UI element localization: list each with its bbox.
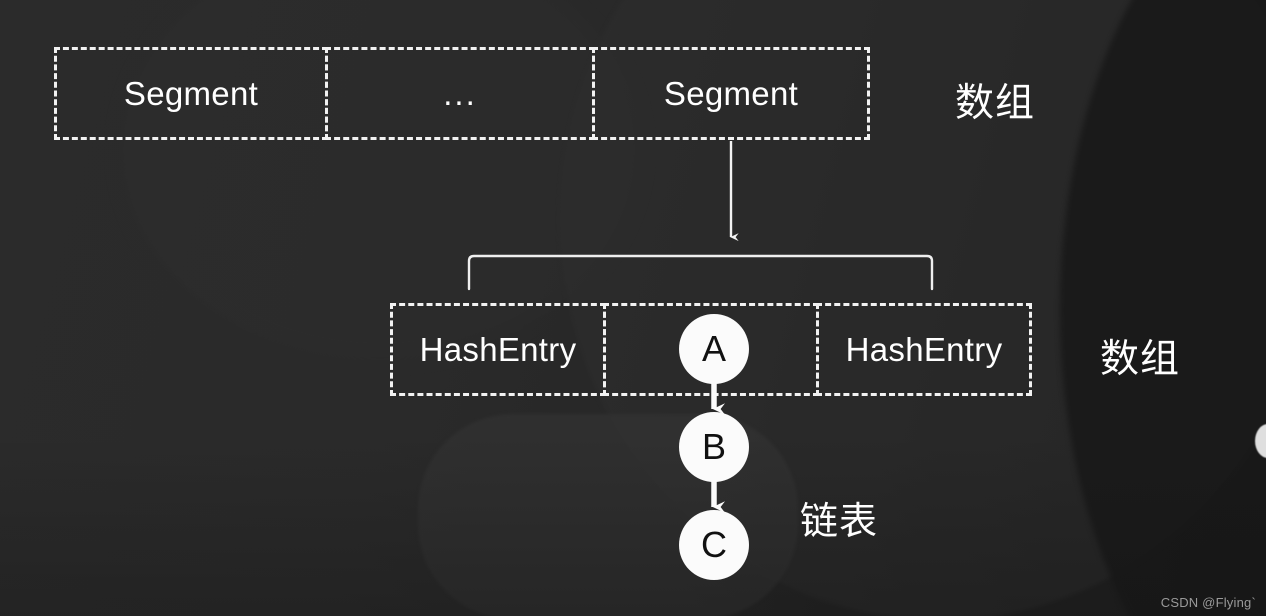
label-array-middle: 数组 [1100, 337, 1181, 382]
hashentry-array-row: HashEntry HashEntry [390, 303, 1032, 396]
background-bottom-shade [0, 436, 1266, 616]
segment-cell-1-label: Segment [123, 74, 259, 112]
hashentry-cell-3[interactable]: HashEntry [816, 303, 1032, 396]
segment-cell-3-label: Segment [663, 74, 799, 112]
watermark-text: CSDN @Flying` [1160, 595, 1256, 610]
chain-node-b-label: B [701, 426, 726, 467]
label-array-top: 数组 [955, 81, 1036, 126]
background-blob-top [120, 0, 640, 360]
edge-artifact-shape [1255, 424, 1266, 458]
segment-cell-3[interactable]: Segment [592, 47, 870, 140]
chain-node-a-label: A [701, 328, 726, 369]
hashentry-cell-1[interactable]: HashEntry [390, 303, 606, 396]
chain-node-c[interactable]: C [679, 510, 749, 580]
hashentry-cell-1-label: HashEntry [419, 330, 577, 368]
hashentry-cell-3-label: HashEntry [845, 330, 1003, 368]
segment-cell-1[interactable]: Segment [54, 47, 328, 140]
chain-node-c-label: C [701, 524, 727, 565]
chain-node-a[interactable]: A [679, 314, 749, 384]
chain-node-b[interactable]: B [679, 412, 749, 482]
segment-cell-ellipsis[interactable]: ... [325, 47, 595, 140]
label-linked-list: 链表 [800, 499, 879, 543]
segment-array-row: Segment ... Segment [54, 47, 870, 140]
segment-cell-ellipsis-label: ... [443, 74, 477, 112]
